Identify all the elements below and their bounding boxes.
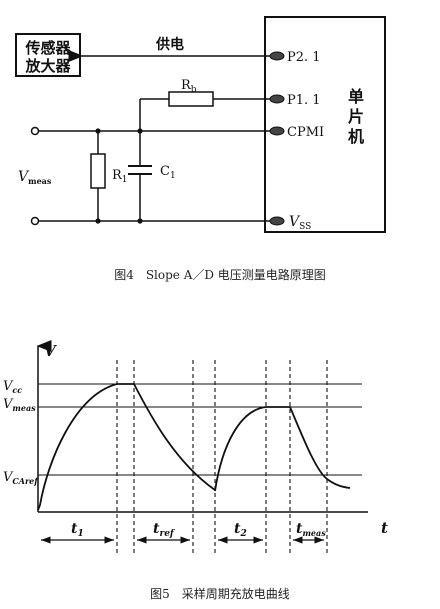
power-label: 供电 (155, 36, 184, 53)
figure-4-caption: 图4 Slope A／D 电压测量电路原理图 (114, 268, 326, 282)
sensor-label-line2: 放大器 (24, 57, 71, 75)
mcu-box (264, 16, 386, 233)
sensor-label-line1: 传感器 (24, 39, 71, 57)
mcu-pins (269, 51, 285, 226)
interval-t1-label: t1 (71, 521, 84, 539)
pin-vss-marker (269, 216, 285, 226)
level-vcaref-label: VCAref (3, 470, 39, 486)
charge-discharge-curve (37, 383, 351, 511)
pin-vss-label: VSS (289, 214, 311, 232)
interval-tmeas-label: tmeas (296, 521, 326, 538)
junction-dots (95, 128, 143, 224)
pin-p21-label: P2. 1 (287, 50, 321, 65)
mcu-label-2: 片 (348, 107, 364, 126)
pin-cpmi-marker (269, 126, 285, 136)
figure-5-caption: 图5 采样周期充放电曲线 (150, 587, 290, 601)
x-axis-label: t (381, 519, 388, 537)
mcu-label-3: 机 (348, 127, 364, 146)
level-vmeas-label: Vmeas (3, 397, 36, 413)
rb-label: Rb (181, 78, 197, 95)
y-axis-label: V (44, 342, 57, 360)
input-terminal-top (30, 126, 40, 136)
pin-p11-marker (269, 94, 285, 104)
level-vcc-label: Vcc (3, 379, 22, 395)
input-terminal-bottom (30, 216, 40, 226)
pin-cpmi-label: CPMI (287, 125, 324, 140)
interval-t2-label: t2 (234, 521, 247, 539)
c1-label: C1 (160, 164, 176, 181)
vmeas-label: Vmeas (18, 169, 52, 186)
pin-p21-marker (269, 51, 285, 61)
figure-4-labels: 传感器 放大器 供电 单 片 机 P2. 1 P1. 1 CPMI VSS Rb… (18, 36, 364, 232)
pin-p11-label: P1. 1 (287, 93, 321, 108)
r1-label: R1 (112, 168, 128, 185)
resistor-r1 (90, 153, 106, 189)
interval-tref-label: tref (153, 521, 176, 539)
figure-4-circuit (15, 16, 386, 233)
figure-5-labels: V t Vcc Vmeas VCAref t1 tref t2 tmeas (3, 342, 388, 539)
figure-5-waveform (36, 340, 368, 553)
mcu-label-1: 单 (348, 87, 364, 106)
